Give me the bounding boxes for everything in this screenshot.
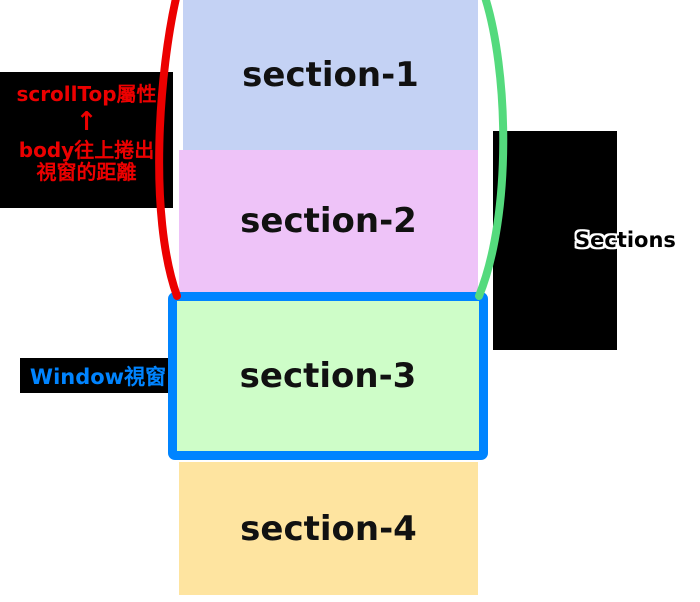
window-label: Window視窗	[29, 364, 167, 389]
section-3-label: section-3	[239, 356, 417, 396]
scrolltop-title: scrollTop屬性	[16, 82, 157, 106]
scrolltop-desc-line2: 視窗的距離	[36, 160, 137, 184]
section-4-block: section-4	[179, 462, 478, 595]
section-4-label: section-4	[240, 508, 417, 549]
window-viewport-box: section-3	[168, 292, 488, 460]
sections-note-box: Sections	[493, 131, 676, 350]
section-1-block: section-1	[183, 0, 478, 150]
scrolltop-note: scrollTop屬性 ↑ body往上捲出 視窗的距離	[0, 72, 173, 208]
up-arrow-icon: ↑	[75, 107, 98, 137]
sections-label: Sections	[575, 228, 676, 252]
section-2-block: section-2	[179, 150, 478, 292]
section-1-label: section-1	[242, 55, 419, 95]
scrolltop-desc-line1: body往上捲出	[18, 138, 155, 162]
window-label-bar: Window視窗	[20, 358, 176, 393]
section-2-label: section-2	[240, 201, 417, 241]
